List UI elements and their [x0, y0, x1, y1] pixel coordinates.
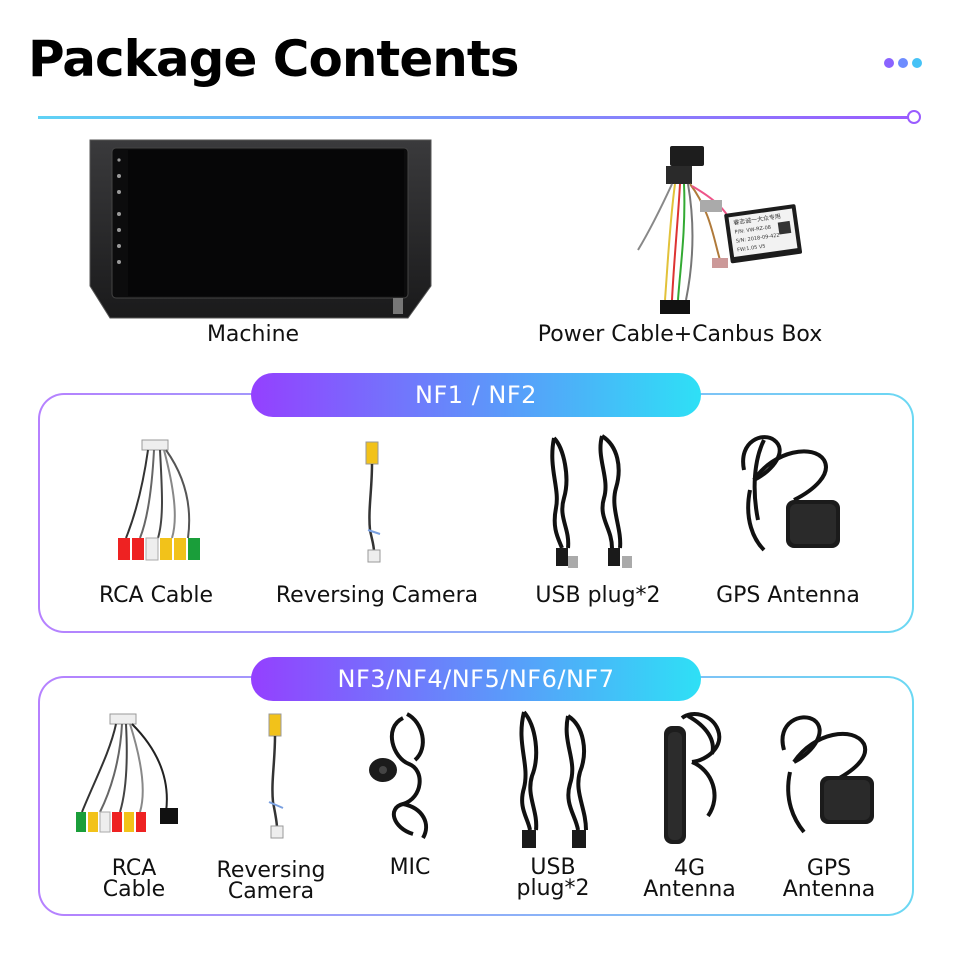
group1-item-rca-cable: RCA Cable — [98, 583, 214, 608]
group2-item-rca-cable-l1: RCA — [111, 856, 157, 881]
reversing-camera-image — [365, 441, 381, 563]
machine-label: Machine — [206, 322, 300, 347]
divider-end-ring — [907, 110, 921, 124]
group2-item-4g-antenna-l2: Antenna — [643, 877, 736, 902]
canbus-label-line-4: FW:1.05 V5 — [737, 244, 766, 254]
group2-item-reversing-camera: Reversing Camera — [206, 858, 336, 904]
dot-3 — [912, 58, 922, 68]
gps-antenna-image — [741, 435, 840, 552]
reversing-camera-image-2 — [268, 713, 284, 839]
antenna-4g-image — [664, 712, 722, 844]
group2-item-rca-cable: RCA Cable — [74, 856, 194, 902]
more-dots-icon — [884, 58, 922, 68]
usb-plugs-image-2 — [519, 710, 588, 848]
group-nf1-nf2-box — [38, 393, 914, 633]
group2-item-usb-plug-l2: plug*2 — [516, 876, 590, 901]
canbus-label-line-2: P/N: VW-RZ-08 — [734, 225, 771, 236]
group2-item-gps-antenna: GPS Antenna — [770, 856, 888, 902]
group2-item-reversing-camera-l1: Reversing — [216, 858, 326, 883]
group-nf1-nf2-badge: NF1 / NF2 — [251, 373, 701, 417]
group2-item-rca-cable-l2: Cable — [102, 877, 166, 902]
group-nf3-nf7-box — [38, 676, 914, 916]
group2-item-4g-antenna: 4G Antenna — [632, 856, 747, 902]
group-nf3-nf7-badge: NF3/NF4/NF5/NF6/NF7 — [251, 657, 701, 701]
group2-item-mic: MIC — [360, 855, 460, 880]
rca-cable-image-2 — [76, 713, 178, 833]
group2-item-gps-antenna-l1: GPS — [806, 856, 852, 881]
group2-item-4g-antenna-l1: 4G — [673, 856, 706, 881]
group2-item-usb-plug: USB plug*2 — [498, 855, 608, 901]
page-title: Package Contents — [28, 30, 519, 88]
dot-2 — [898, 58, 908, 68]
group2-item-reversing-camera-l2: Camera — [227, 879, 315, 904]
title-divider — [38, 116, 910, 119]
power-cable-image: 睿志诚一大众专用 P/N: VW-RZ-08 S/N: 2018-09-422 … — [637, 146, 802, 314]
group2-item-mic-l1: MIC — [389, 855, 431, 880]
group1-item-gps-antenna: GPS Antenna — [716, 583, 860, 608]
group2-item-gps-antenna-l2: Antenna — [782, 877, 876, 902]
mic-image — [369, 712, 429, 839]
group1-item-usb-plug: USB plug*2 — [535, 583, 661, 608]
rca-cable-image — [118, 439, 200, 561]
dot-1 — [884, 58, 894, 68]
group2-item-usb-plug-l1: USB — [530, 855, 576, 880]
gps-antenna-image-2 — [780, 715, 874, 834]
head-unit-image — [89, 139, 432, 319]
power-cable-label: Power Cable+Canbus Box — [537, 322, 823, 347]
usb-plugs-image — [550, 434, 632, 568]
group1-item-reversing-camera: Reversing Camera — [275, 583, 479, 608]
